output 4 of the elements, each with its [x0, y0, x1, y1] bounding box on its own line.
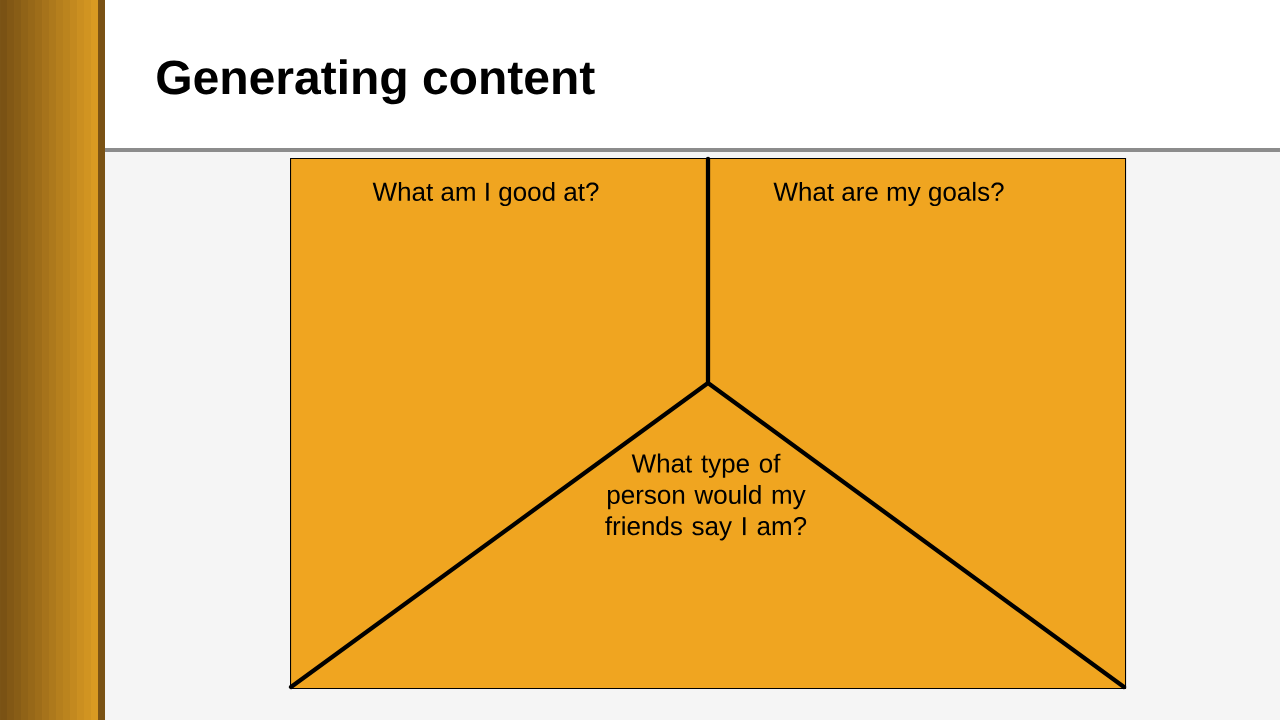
- question-text: What type of person would my friends say I am?: [605, 453, 807, 541]
- question-text: What am I good at?: [372, 181, 599, 207]
- question-text: What are my goals?: [773, 181, 1004, 207]
- slide-title: Generating content: [157, 59, 595, 105]
